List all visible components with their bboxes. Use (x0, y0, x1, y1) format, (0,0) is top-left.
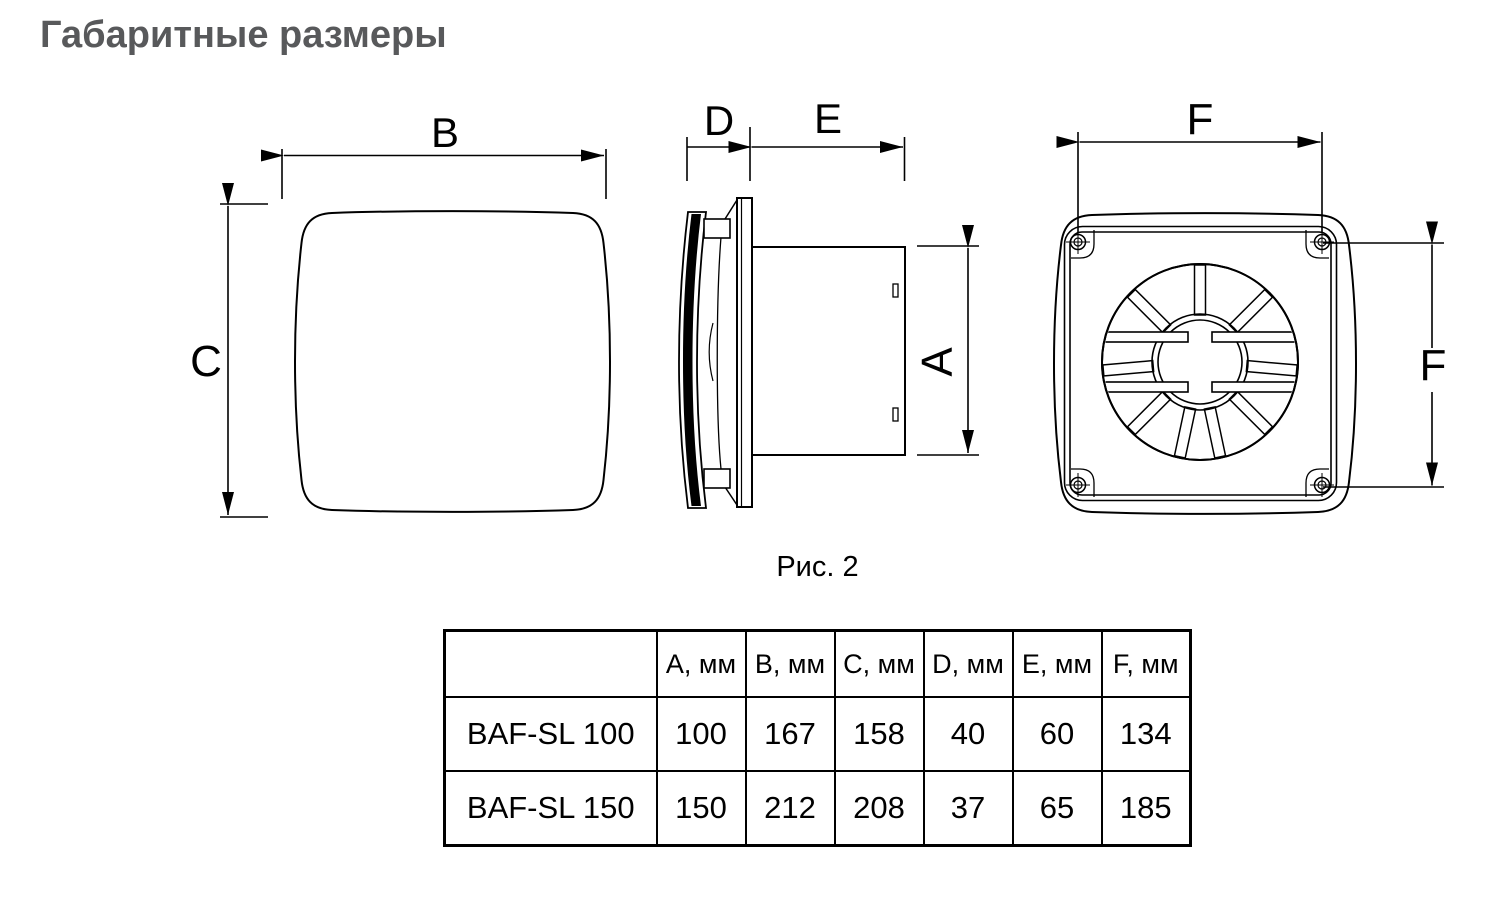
value-F: 185 (1100, 770, 1192, 847)
screw-hole-top-left (1066, 230, 1090, 254)
value-A: 150 (655, 770, 747, 847)
dimension-drawing: B C (190, 95, 1447, 518)
dimension-F-horizontal: F (1056, 95, 1323, 233)
header-B: B, мм (744, 629, 836, 698)
grille-hub-ring-outer (1151, 313, 1249, 411)
dim-label-B: B (431, 109, 459, 156)
spacer-bracket-top (703, 218, 731, 239)
plate-top-chamfer (724, 199, 738, 220)
side-cover-black-strip (683, 214, 701, 506)
dimension-A: A (913, 225, 979, 456)
spacer-bracket-bottom (703, 468, 731, 489)
screw-hole-bottom-left (1066, 473, 1090, 497)
model-name: BAF-SL 100 (443, 696, 658, 772)
value-A: 100 (655, 696, 747, 772)
front-view: B C (190, 109, 612, 518)
front-cover-outline (293, 210, 612, 513)
header-D: D, мм (922, 629, 1014, 698)
figure-caption: Рис. 2 (776, 551, 859, 583)
table-row: BAF-SL 100 100 167 158 40 60 134 (443, 696, 1192, 772)
dimension-C: C (190, 183, 268, 518)
screw-hole-top-right (1310, 230, 1334, 254)
dim-label-A: A (913, 347, 962, 377)
grille-bars (1103, 331, 1297, 393)
back-plate-outer (1063, 225, 1338, 502)
header-C: C, мм (833, 629, 925, 698)
side-view: D E A (678, 95, 979, 509)
grille-hub-ring-inner (1157, 319, 1243, 405)
back-view: F F (1052, 95, 1447, 515)
duct-clip-top (892, 283, 899, 298)
screw-hole-bottom-right (1310, 473, 1334, 497)
table-row: BAF-SL 150 150 212 208 37 65 185 (443, 770, 1192, 847)
dimension-E: E (728, 95, 906, 181)
dim-label-F-side: F (1420, 341, 1447, 390)
value-C: 158 (833, 696, 925, 772)
dimensions-table: A, мм B, мм C, мм D, мм E, мм F, мм BAF-… (443, 629, 1192, 847)
value-D: 40 (922, 696, 1014, 772)
dim-label-F-top: F (1187, 95, 1214, 144)
dim-label-E: E (814, 95, 842, 142)
header-E: E, мм (1011, 629, 1103, 698)
screw-corner-pads (1071, 230, 1329, 497)
value-B: 167 (744, 696, 836, 772)
value-E: 65 (1011, 770, 1103, 847)
dim-label-C: C (190, 337, 222, 386)
value-F: 134 (1100, 696, 1192, 772)
value-E: 60 (1011, 696, 1103, 772)
grille-spokes (1102, 264, 1298, 459)
value-B: 212 (744, 770, 836, 847)
value-D: 37 (922, 770, 1014, 847)
header-A: A, мм (655, 629, 747, 698)
dimension-D: D (686, 97, 750, 181)
plate-bottom-chamfer (724, 486, 738, 506)
duct-clip-bottom (892, 407, 899, 422)
dim-label-D: D (704, 97, 734, 144)
fan-grille (1101, 263, 1299, 461)
back-plate-inner (1069, 231, 1332, 496)
grille-rim-top (1101, 263, 1299, 461)
side-cover-inner-line (716, 236, 722, 470)
page-title: Габаритные размеры (40, 14, 447, 56)
dimension-F-vertical: F (1323, 221, 1447, 488)
header-model (443, 629, 658, 698)
dimension-B: B (261, 109, 607, 199)
duct-body (751, 246, 906, 456)
side-cover-hub-arc (708, 322, 714, 382)
table-header-row: A, мм B, мм C, мм D, мм E, мм F, мм (443, 629, 1192, 698)
mounting-plate (736, 197, 753, 508)
value-C: 208 (833, 770, 925, 847)
model-name: BAF-SL 150 (443, 770, 658, 847)
header-F: F, мм (1100, 629, 1192, 698)
